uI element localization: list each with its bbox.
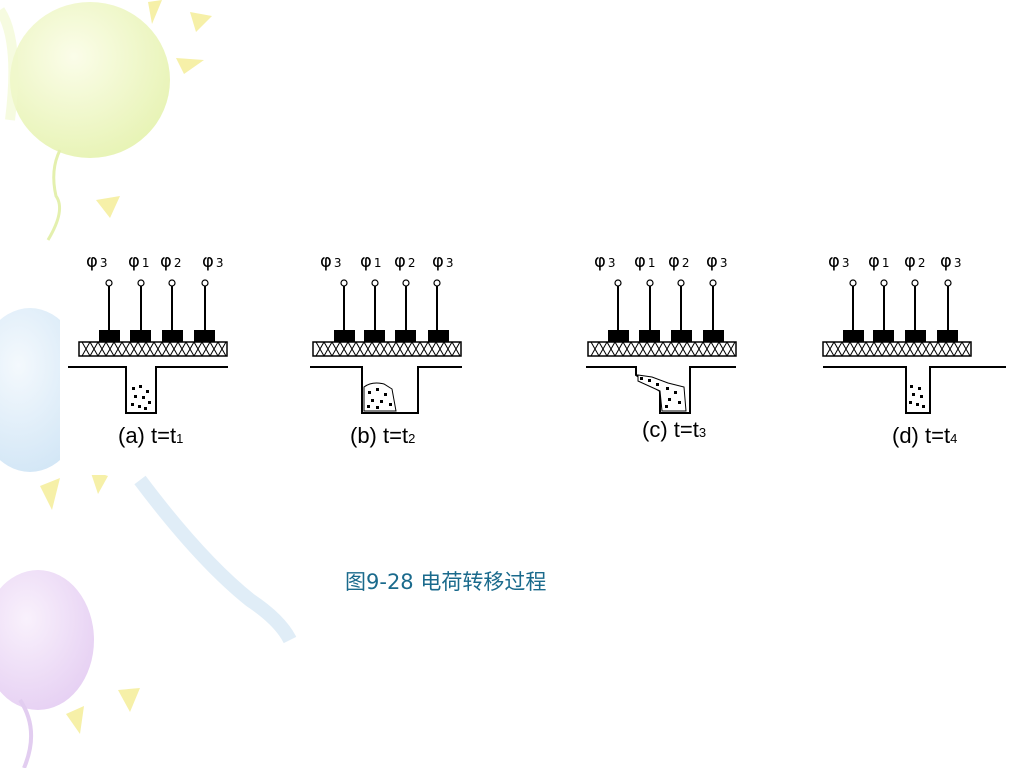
purple-balloon	[0, 570, 94, 768]
electrode-leads	[343, 285, 438, 330]
oxide-layer	[587, 341, 737, 357]
electrode-leads	[108, 285, 206, 330]
panel-caption-c: (c) t=t3	[642, 417, 707, 442]
gate-electrodes	[608, 330, 724, 342]
electrode-leads	[617, 285, 714, 330]
panel-caption-b: (b) t=t2	[350, 423, 416, 448]
charge-packet	[637, 374, 687, 412]
lead-terminals	[340, 279, 441, 287]
lead-terminals	[105, 279, 209, 287]
oxide-layer	[78, 341, 228, 357]
oxide-layer	[822, 341, 972, 357]
potential-well	[586, 366, 736, 414]
lead-terminals	[849, 279, 952, 287]
figure-caption: 图9-28 电荷转移过程	[345, 570, 547, 594]
charge-packet	[363, 382, 397, 412]
charge-packet	[128, 381, 154, 411]
electrode-leads	[852, 285, 949, 330]
lead-terminals	[614, 279, 717, 287]
ccd-diagram-c	[586, 279, 737, 414]
potential-well	[310, 366, 462, 414]
green-balloon	[0, 2, 170, 241]
ccd-diagram-b	[310, 279, 462, 414]
oxide-layer	[312, 341, 462, 357]
gate-electrodes	[99, 330, 215, 342]
gate-electrodes	[334, 330, 449, 342]
ccd-diagram-d	[822, 279, 1006, 414]
potential-well	[68, 366, 228, 414]
charge-packet	[908, 381, 928, 411]
panel-caption-a: (a) t=t1	[118, 423, 184, 448]
panel-caption-d: (d) t=t4	[892, 423, 958, 448]
ccd-diagram-a	[68, 279, 228, 414]
gate-electrodes	[843, 330, 958, 342]
potential-well	[823, 366, 1006, 414]
